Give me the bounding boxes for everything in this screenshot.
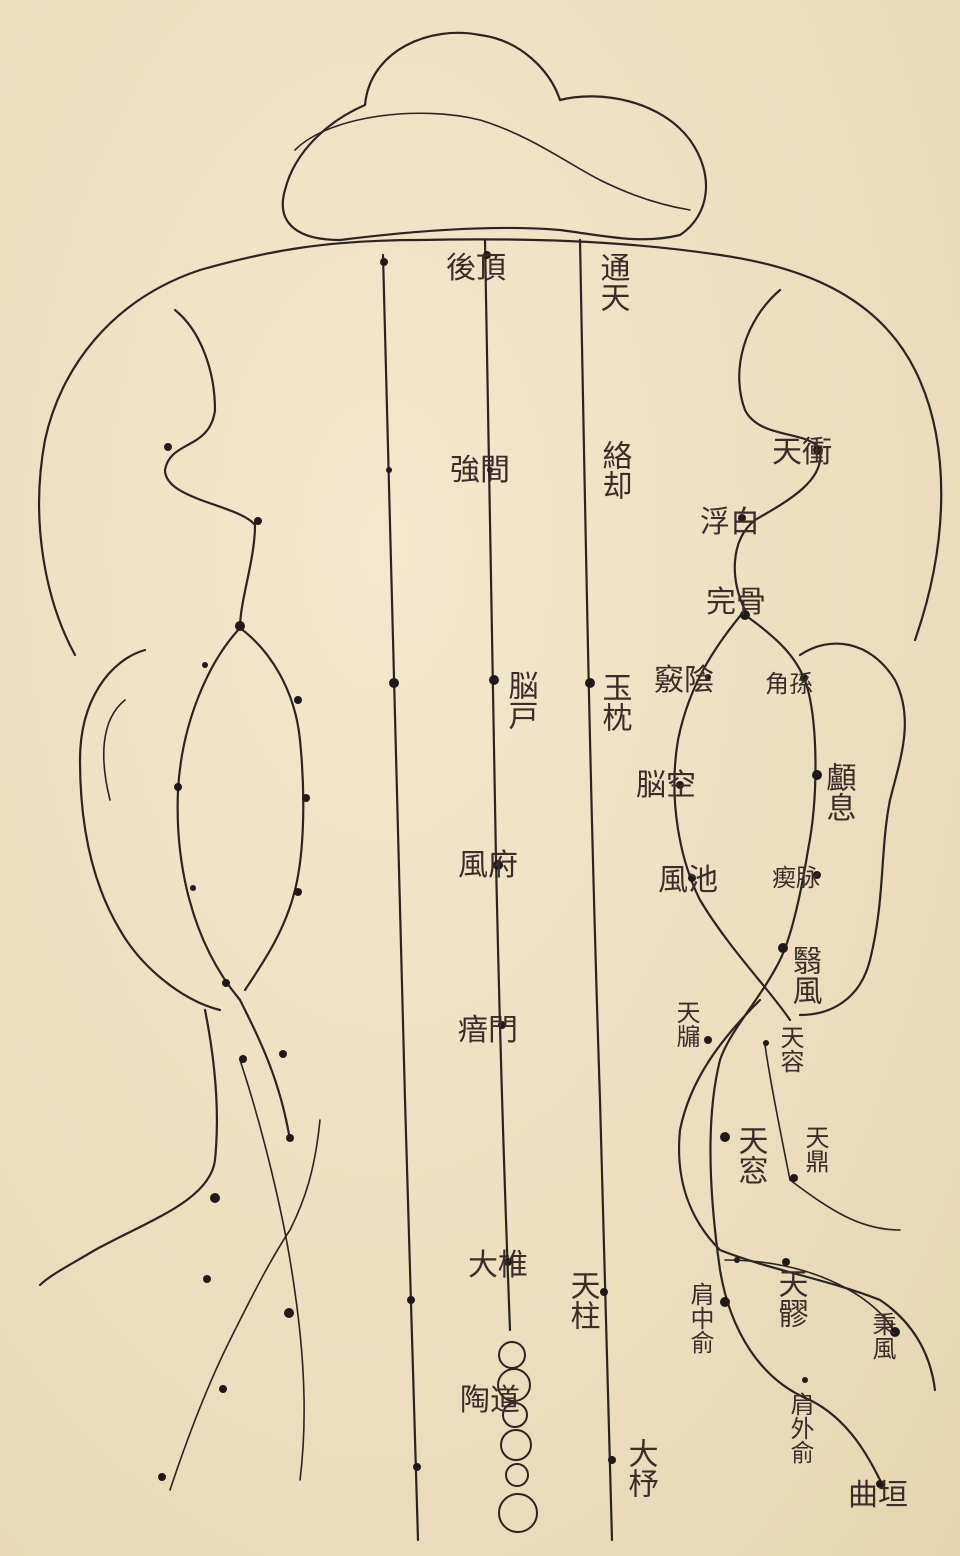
label-wangu: 完骨	[706, 585, 766, 620]
right-gallbladder-line	[674, 290, 820, 1020]
label-fubai: 浮白	[700, 505, 760, 540]
label-yuzhen: 玉枕	[597, 672, 633, 732]
right-bladder-line	[580, 240, 612, 1540]
label-luoque: 絡却	[597, 440, 632, 500]
label-fengchi: 風池	[658, 863, 718, 898]
label-tianrong: 天容	[776, 1025, 804, 1073]
left-bladder-line	[383, 255, 418, 1540]
label-qiangjian: 強間	[450, 453, 510, 488]
label-naohu: 脳戸	[503, 670, 539, 730]
label-fengfu: 風府	[458, 848, 518, 883]
label-bingfeng: 秉風	[868, 1312, 896, 1360]
label-jianwaishu: 肩外俞	[786, 1392, 814, 1464]
vertebrae-circles	[498, 1342, 537, 1532]
label-dazhu: 大杼	[623, 1438, 659, 1498]
label-qiaoyin: 竅陰	[654, 663, 714, 698]
left-gallbladder-line	[165, 310, 290, 1140]
label-tianliao: 天髎	[773, 1268, 808, 1328]
governor-vessel-line	[485, 240, 510, 1330]
label-chimai: 瘈脉	[772, 864, 820, 892]
label-tianchuang: 天窓	[733, 1125, 768, 1185]
left-ear-inner	[104, 700, 125, 800]
label-tianding: 天鼎	[801, 1125, 829, 1173]
hair-band-outline	[295, 113, 690, 210]
label-houding: 後頂	[446, 251, 506, 286]
left-ear-outline	[80, 650, 220, 1010]
label-taodao: 陶道	[460, 1383, 520, 1418]
label-tianzhu: 天柱	[565, 1270, 600, 1330]
label-dazhui: 大椎	[468, 1248, 528, 1283]
label-yamen: 瘖門	[458, 1013, 518, 1048]
left-neck-outline	[40, 1010, 217, 1285]
left-triple-energizer-line	[240, 628, 303, 990]
label-luxi: 顱息	[821, 762, 857, 822]
point-labels: 後頂 通天 強間 絡却 脳戸 玉枕 風府 瘖門 大椎 天柱 陶道 大杼 天衝 浮…	[446, 251, 908, 1513]
label-tongtian: 通天	[595, 252, 630, 312]
hair-bun-outline	[283, 33, 706, 240]
label-jianzhongshu: 肩中俞	[686, 1282, 714, 1354]
label-tianchong: 天衝	[772, 435, 832, 470]
left-side-points	[158, 443, 310, 1481]
label-yifeng: 翳風	[787, 945, 822, 1005]
right-shoulder-line	[790, 1180, 900, 1230]
left-small-intestine-line	[240, 1060, 304, 1480]
label-jiaosun: 角孫	[765, 670, 813, 698]
label-naokong: 脳空	[636, 768, 696, 803]
label-quyuan: 曲垣	[848, 1478, 908, 1513]
label-tianyong: 天牖	[672, 1000, 700, 1048]
